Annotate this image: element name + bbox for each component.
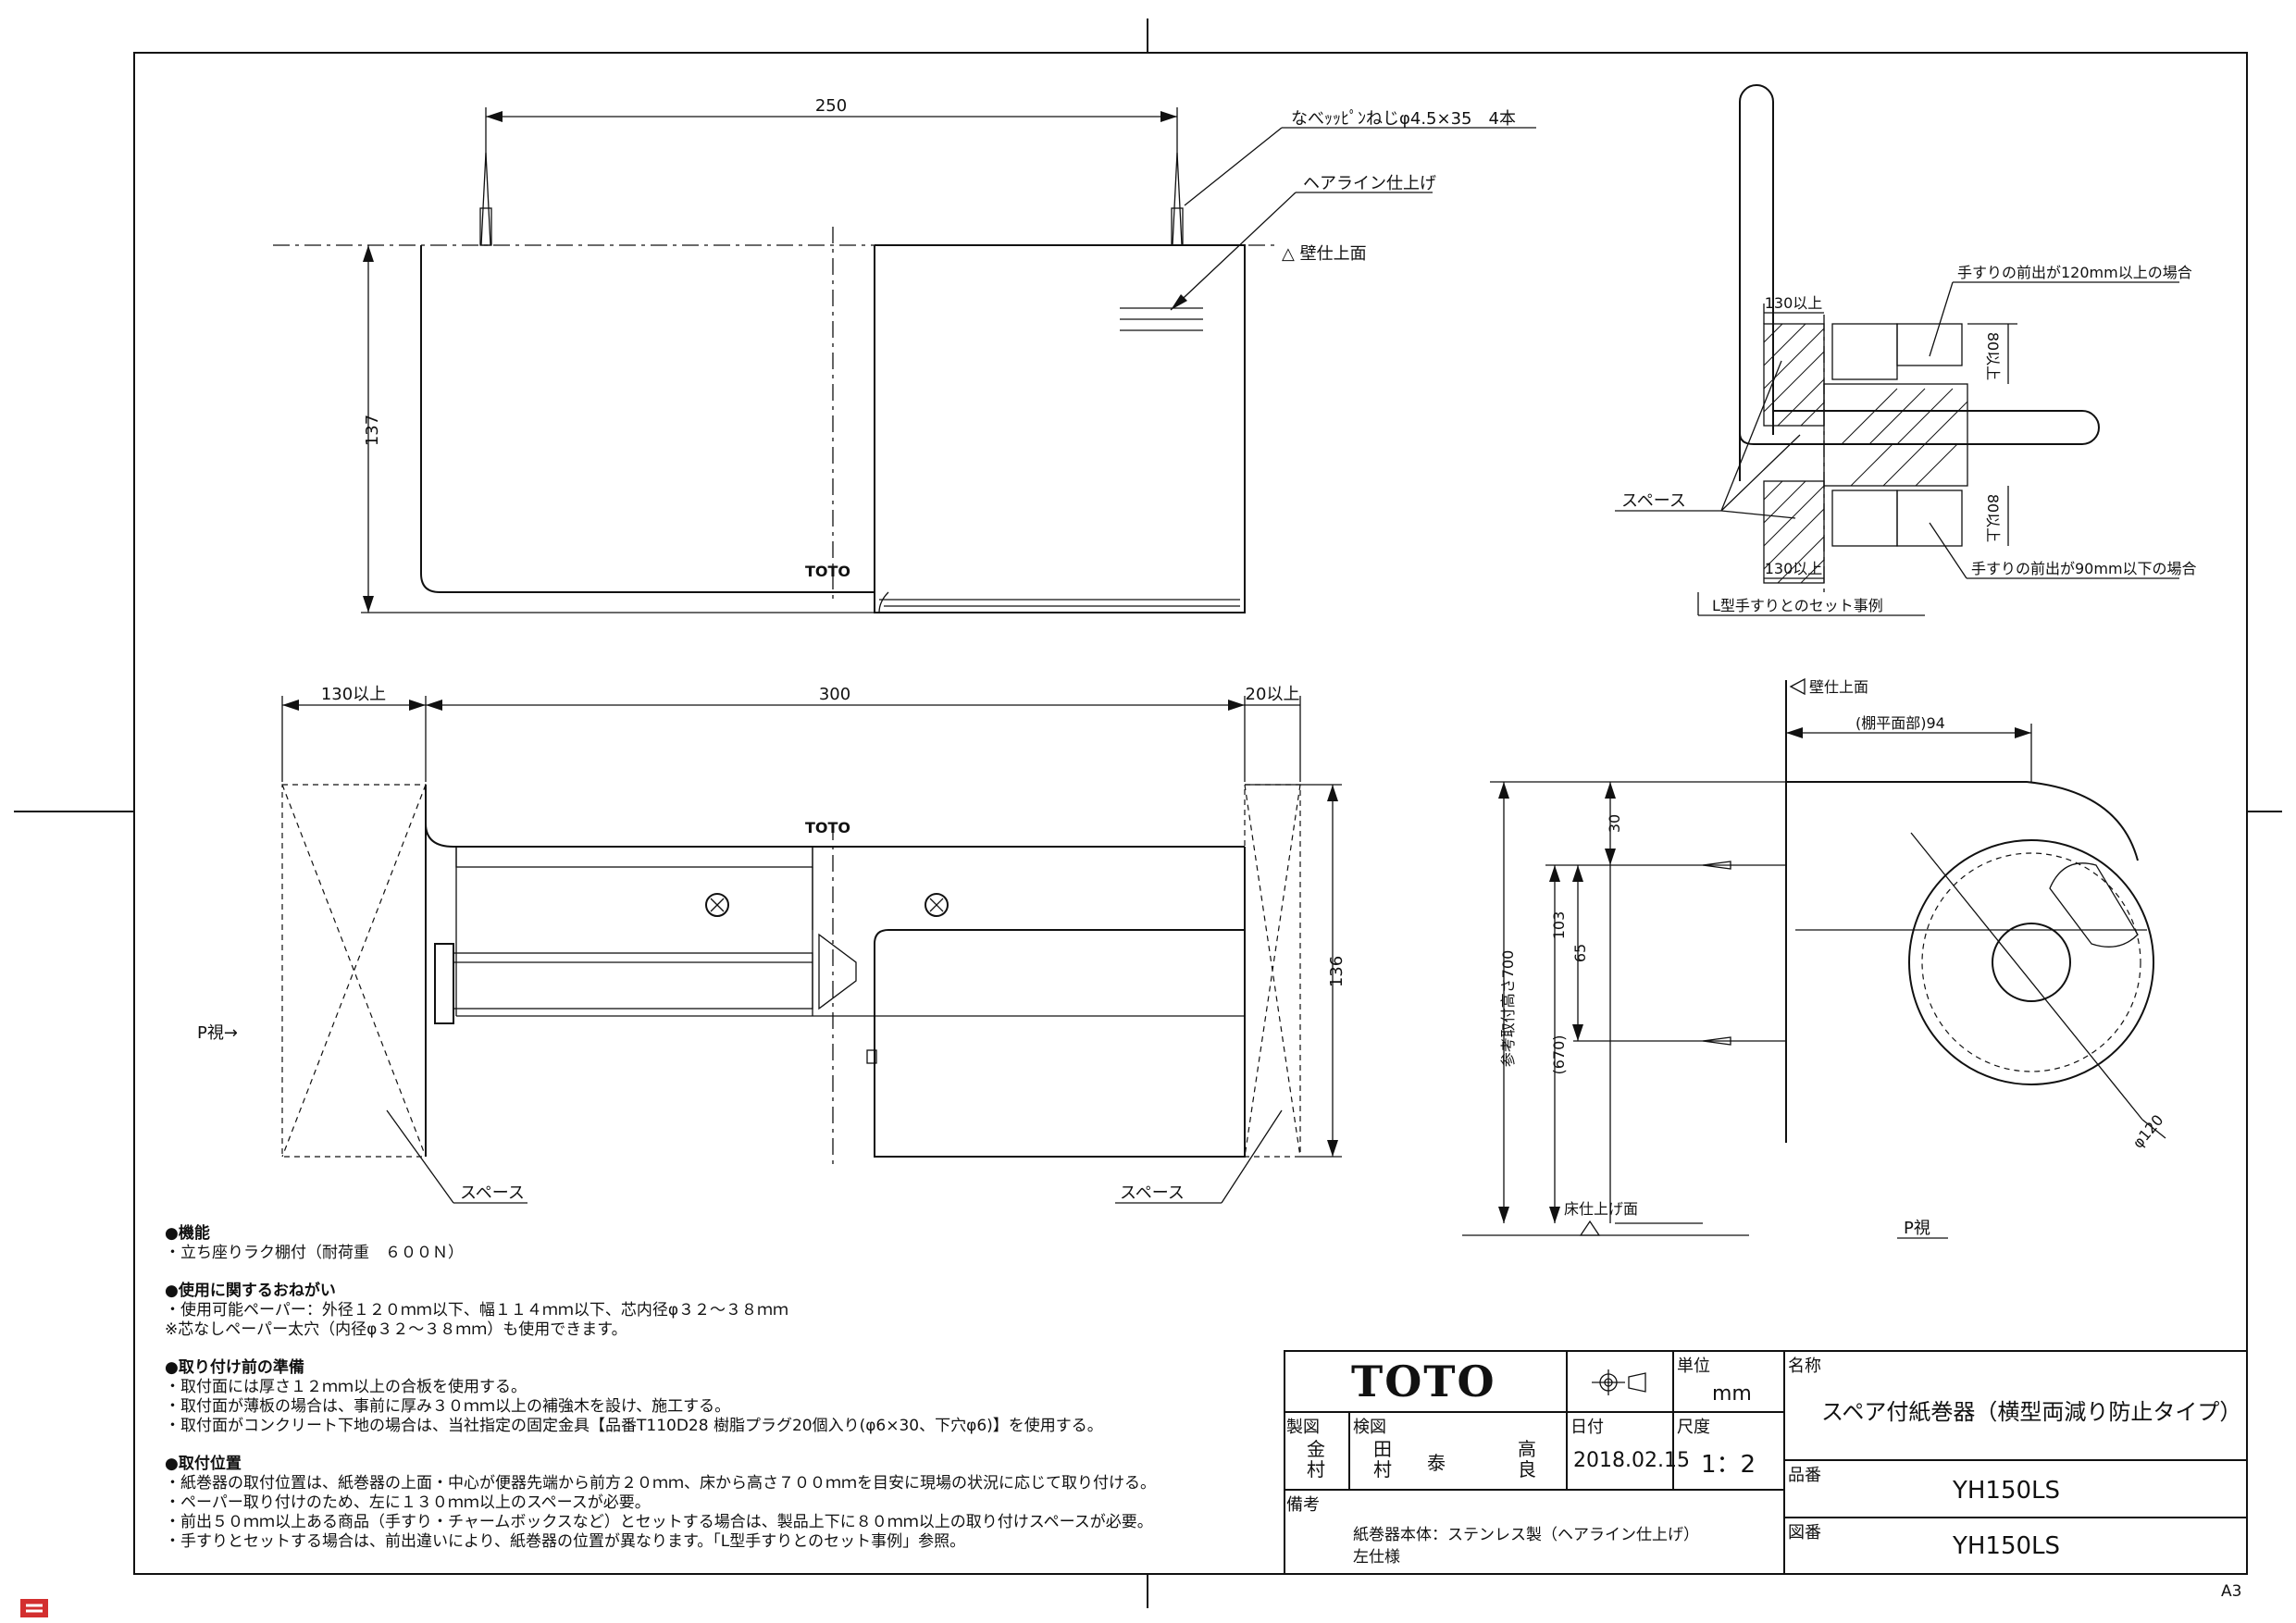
- date-value: 2018.02.15: [1573, 1449, 1690, 1472]
- rail-space-label: スペース: [1621, 491, 1686, 511]
- notes-features: ●機能 ・立ち座りラク棚付（耐荷重 ６００Ｎ）: [165, 1224, 464, 1262]
- dim-250-label: 250: [815, 96, 847, 116]
- notes-usage: ●使用に関するおねがい ・使用可能ペーパー：外径１２０ｍｍ以下、幅１１４ｍｍ以下…: [165, 1282, 789, 1339]
- dim-20-label: 20以上: [1246, 685, 1300, 704]
- rail-dim-80-top: 80以上: [1984, 332, 2002, 380]
- dim-300-label: 300: [819, 685, 850, 704]
- side-dim-30: 30: [1606, 814, 1623, 833]
- corner-mark: [20, 1599, 48, 1617]
- remarks-line-2: 左仕様: [1353, 1548, 1400, 1567]
- side-dim-94: (棚平面部)94: [1855, 714, 1945, 732]
- unit-label: 単位: [1677, 1357, 1710, 1376]
- top-view-body: [420, 245, 875, 593]
- hairline-note: ヘアライン仕上げ: [1303, 174, 1436, 193]
- dim-137-label: 137: [363, 415, 382, 446]
- side-dim-103: 103: [1550, 911, 1568, 940]
- side-wall-label: 壁仕上面: [1809, 678, 1868, 696]
- checked-label: 検図: [1353, 1418, 1386, 1437]
- wall-surface-label: △ 壁仕上面: [1282, 244, 1367, 264]
- drawn-label: 製図: [1286, 1418, 1320, 1437]
- model-label: 品番: [1788, 1466, 1821, 1485]
- model-value: YH150LS: [1953, 1477, 2061, 1505]
- screw-note: なべｯｯﾋﾟﾝねじφ4.5×35 4本: [1291, 109, 1516, 129]
- side-p-view: P視: [1904, 1219, 1930, 1238]
- holder-upper: [1831, 323, 1898, 380]
- rail-space-upper: [1763, 323, 1825, 427]
- crosshair-projection-symbol: [1592, 1369, 1646, 1395]
- paper-roll-outline: [1908, 839, 2154, 1085]
- front-view: 130以上 300 20以上 TOTO: [197, 685, 1347, 1204]
- name-label: 名称: [1788, 1357, 1821, 1376]
- checker-3: 高良: [1518, 1438, 1536, 1481]
- remarks-label: 備考: [1286, 1495, 1320, 1515]
- top-view: 250 なべｯｯﾋﾟﾝねじφ4.5×35 4本 ヘアライン仕上げ △ 壁仕上面 …: [273, 96, 1536, 613]
- side-dia-120: φ120: [2129, 1111, 2167, 1152]
- rail-note-90: 手すりの前出が90mm以下の場合: [1971, 560, 2197, 577]
- name-value: スペア付紙巻器（横型両減り防止タイプ）: [1821, 1399, 2242, 1425]
- front-view-logo: TOTO: [805, 819, 850, 836]
- screw-head-left: [705, 893, 729, 917]
- screw-head-right: [925, 893, 949, 917]
- paper-roll-core: [1992, 923, 2071, 1002]
- drawing-no-value: YH150LS: [1953, 1532, 2061, 1560]
- rail-horizontal: [1739, 410, 2100, 445]
- checker-1: 田村: [1373, 1438, 1392, 1481]
- title-block: [1284, 1350, 2248, 1575]
- side-dim-700: 参考取付高さ700: [1499, 950, 1517, 1068]
- notes-preparation: ●取り付け前の準備 ・取付面には厚さ１２ｍｍ以上の合板を使用する。 ・取付面が薄…: [165, 1358, 1103, 1435]
- dim-136-label: 136: [1327, 956, 1347, 987]
- front-body-outline: [425, 785, 1245, 848]
- drawn-value: 金村: [1307, 1438, 1325, 1481]
- notes-position: ●取付位置 ・紙巻器の取付位置は、紙巻器の上面・中心が便器先端から前方２０ｍｍ、…: [165, 1455, 1156, 1551]
- rail-note-120: 手すりの前出が120mm以上の場合: [1957, 264, 2192, 281]
- dim-130-label: 130以上: [321, 685, 386, 704]
- side-dim-670: (670): [1550, 1035, 1568, 1074]
- space-right-label: スペース: [1120, 1183, 1185, 1203]
- sheet-size: A3: [2221, 1582, 2242, 1601]
- rail-example: 130以上 130以上 80以上 80以上 手すりの前出が120mm以上の場合 …: [1615, 84, 2197, 616]
- side-dim-65: 65: [1571, 944, 1589, 962]
- rail-dim-130-top: 130以上: [1765, 294, 1823, 312]
- scale-value: 1：2: [1701, 1451, 1756, 1479]
- top-view-logo: TOTO: [805, 563, 850, 580]
- side-view: 壁仕上面 (棚平面部)94 φ120: [1462, 677, 2167, 1239]
- drawing-no-label: 図番: [1788, 1523, 1821, 1542]
- scale-label: 尺度: [1677, 1418, 1710, 1437]
- rail-space-lower: [1763, 480, 1825, 584]
- space-left-label: スペース: [460, 1183, 525, 1203]
- checker-2: 泰: [1427, 1452, 1446, 1474]
- unit-value: mm: [1712, 1382, 1752, 1406]
- notes-block: ●機能 ・立ち座りラク棚付（耐荷重 ６００Ｎ） ●使用に関するおねがい ・使用可…: [165, 1224, 1238, 1570]
- side-floor-label: 床仕上げ面: [1564, 1200, 1638, 1218]
- toto-logo: TOTO: [1351, 1357, 1496, 1406]
- rail-caption: L型手すりとのセット事例: [1712, 597, 1883, 614]
- rail-vertical: [1739, 84, 1774, 481]
- rail-dim-130-bottom: 130以上: [1765, 560, 1823, 577]
- sheet-border: [133, 52, 2248, 1575]
- holder-lower: [1831, 489, 1898, 547]
- date-label: 日付: [1570, 1418, 1604, 1437]
- rail-dim-80-bottom: 80以上: [1984, 494, 2002, 542]
- remarks-line-1: 紙巻器本体：ステンレス製（ヘアライン仕上げ）: [1353, 1526, 1699, 1544]
- p-view-arrow: P視→: [197, 1023, 238, 1043]
